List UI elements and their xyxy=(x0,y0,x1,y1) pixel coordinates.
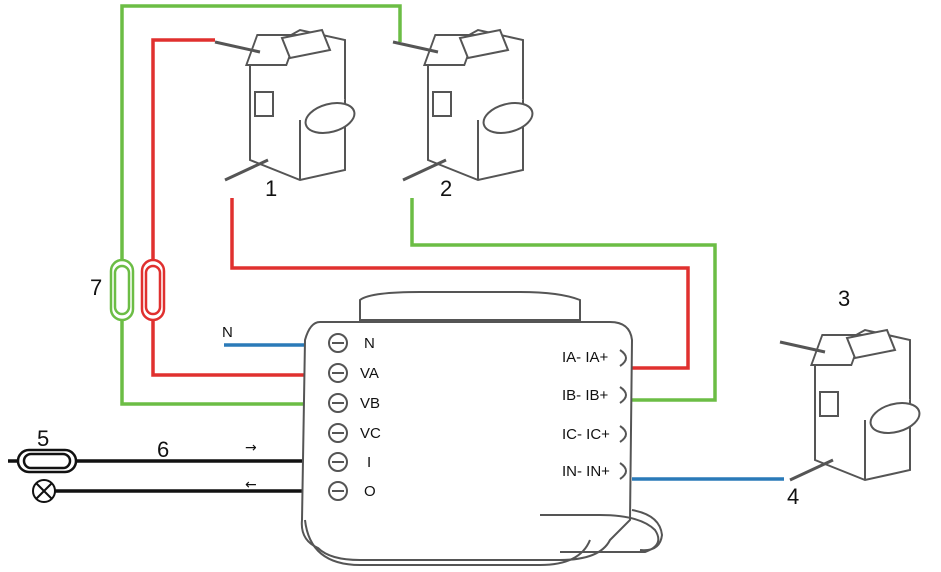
callout-cable6: 6 xyxy=(157,437,170,462)
callout-ct3: 3 xyxy=(838,286,851,311)
callout-fuse5: 5 xyxy=(37,426,50,451)
arrow-right-icon: → xyxy=(245,440,257,456)
screw-terminal-icon xyxy=(619,462,627,480)
current-transformer-icon xyxy=(778,328,925,482)
terminal-label: I xyxy=(367,454,372,471)
terminal-label: O xyxy=(364,483,376,500)
terminal-label: VB xyxy=(360,395,381,412)
green-ct2-wire xyxy=(410,198,717,402)
terminal-label: VA xyxy=(360,365,379,382)
left-screw-terminals xyxy=(328,333,348,501)
arrow-left-icon: ← xyxy=(245,477,257,493)
fuse-5-icon xyxy=(16,448,78,474)
terminal-label: IN- IN+ xyxy=(562,463,610,480)
fuse-7-icons xyxy=(109,258,166,322)
red-ct1-wire xyxy=(230,198,690,370)
right-screw-terminals xyxy=(619,349,627,480)
screw-terminal-icon xyxy=(619,386,627,404)
lamp-icon xyxy=(32,479,56,503)
terminal-label: IC- IC+ xyxy=(562,426,610,443)
terminal-label: IA- IA+ xyxy=(562,349,609,366)
screw-terminal-icon xyxy=(619,349,627,367)
current-transformer-icon xyxy=(214,28,356,182)
screw-terminal-icon xyxy=(619,425,627,443)
green-voltage-wire xyxy=(120,4,402,406)
current-transformer-icon xyxy=(391,28,538,182)
terminal-label: VC xyxy=(360,425,381,442)
callout-fuse7: 7 xyxy=(90,275,103,300)
callout-ct2: 2 xyxy=(440,176,453,201)
terminal-label: N xyxy=(364,335,375,352)
callout-ct4: 4 xyxy=(787,484,800,509)
callout-ct1: 1 xyxy=(265,176,278,201)
energy-meter-device xyxy=(300,291,664,566)
red-voltage-wire xyxy=(151,38,305,377)
terminal-label: IB- IB+ xyxy=(562,387,609,404)
neutral-wire-label: N xyxy=(222,324,233,341)
